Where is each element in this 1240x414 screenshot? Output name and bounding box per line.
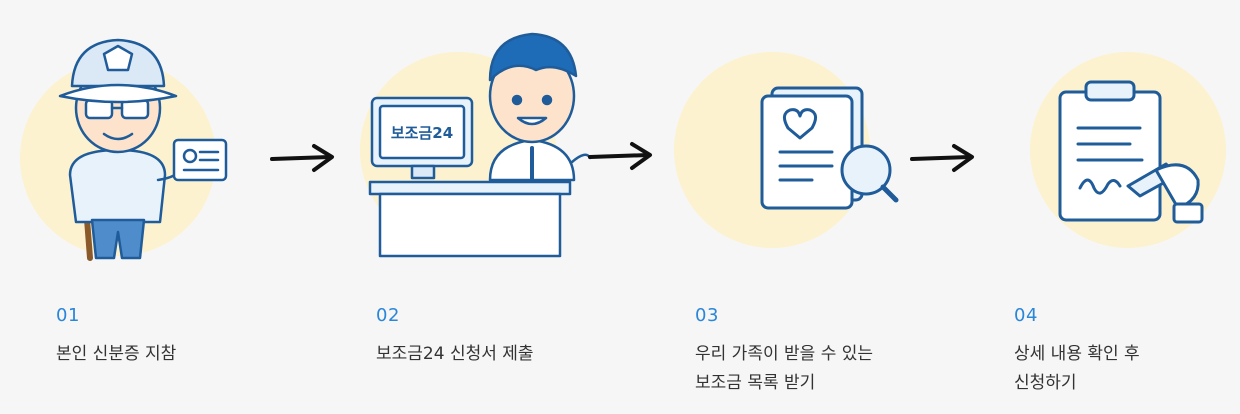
step-3-text: 우리 가족이 받을 수 있는 보조금 목록 받기: [695, 344, 874, 393]
clipboard-signing-icon: [1030, 52, 1226, 248]
step-4-text: 상세 내용 확인 후 신청하기: [1014, 344, 1140, 393]
step-4-number: 04: [1014, 305, 1038, 326]
clerk-at-desk-icon: 보조금24: [360, 32, 592, 258]
monitor-screen-text: 보조금24: [391, 124, 453, 142]
step-1-number: 01: [56, 305, 80, 326]
arrow-right-icon: [910, 144, 974, 172]
step-2-text: 보조금24 신청서 제출: [376, 344, 534, 364]
step-2-number: 02: [376, 305, 400, 326]
step-3-number: 03: [695, 305, 719, 326]
elderly-person-with-id-card-icon: [20, 38, 228, 261]
arrow-right-icon: [588, 142, 652, 170]
arrow-right-icon: [270, 144, 334, 172]
document-magnifier-icon: [674, 52, 899, 248]
step-1-text: 본인 신분증 지참: [56, 344, 177, 364]
